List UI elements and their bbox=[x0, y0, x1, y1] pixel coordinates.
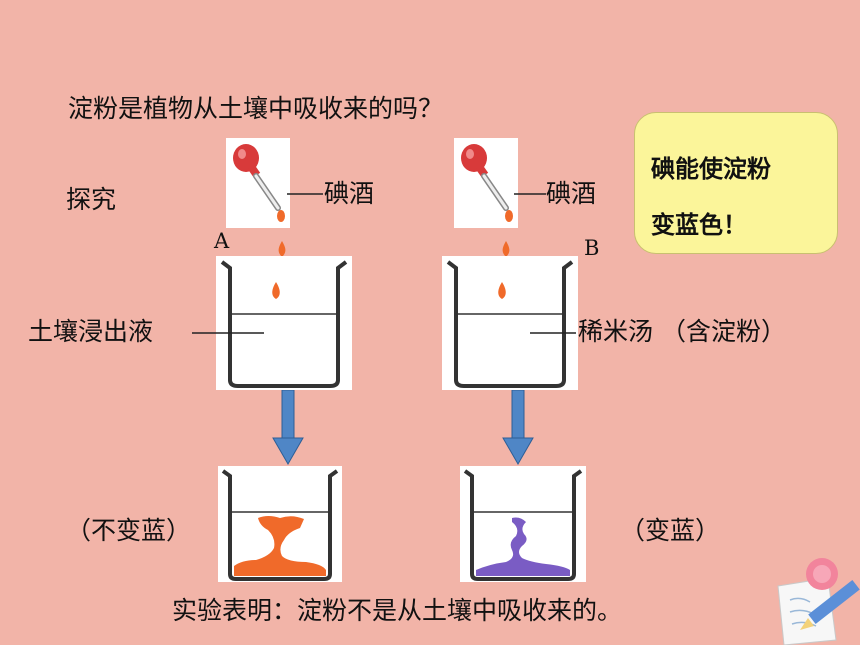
beaker-b-image bbox=[442, 256, 578, 390]
note-line-1: 碘能使淀粉 bbox=[651, 155, 771, 183]
soil-leader-line bbox=[192, 332, 264, 334]
conclusion-text: 实验表明：淀粉不是从土壤中吸收来的。 bbox=[172, 596, 623, 625]
dropper-left-image bbox=[226, 138, 290, 228]
down-arrow-a-icon bbox=[272, 390, 304, 466]
down-arrow-b-icon bbox=[502, 390, 534, 466]
dropper-right-image bbox=[454, 138, 518, 228]
soil-extract-label: 土壤浸出液 bbox=[28, 317, 154, 346]
question-text: 淀粉是植物从土壤中吸收来的吗？ bbox=[68, 94, 444, 123]
rice-leader-line bbox=[530, 332, 576, 334]
drop-a-icon bbox=[278, 241, 286, 257]
beaker-b-letter: B bbox=[584, 236, 600, 260]
iodine-label-right: 碘酒 bbox=[546, 179, 597, 208]
result-a-label: （不变蓝） bbox=[66, 516, 192, 545]
iodine-label-left: 碘酒 bbox=[324, 179, 375, 208]
beaker-a-image bbox=[216, 256, 352, 390]
pencil-clipart-icon bbox=[777, 558, 860, 645]
dropper-left-leader-line bbox=[287, 193, 323, 195]
result-b-label: （变蓝） bbox=[620, 516, 721, 545]
rice-soup-label: 稀米汤 （含淀粉） bbox=[578, 317, 786, 346]
beaker-a-letter: A bbox=[214, 229, 230, 253]
result-beaker-a-image bbox=[218, 466, 342, 582]
drop-b-icon bbox=[502, 241, 510, 257]
note-box: 碘能使淀粉 变蓝色！ bbox=[634, 112, 838, 254]
note-line-2: 变蓝色！ bbox=[651, 211, 747, 239]
result-beaker-b-image bbox=[460, 466, 586, 582]
explore-label: 探究 bbox=[66, 185, 117, 214]
dropper-right-leader-line bbox=[514, 193, 546, 195]
